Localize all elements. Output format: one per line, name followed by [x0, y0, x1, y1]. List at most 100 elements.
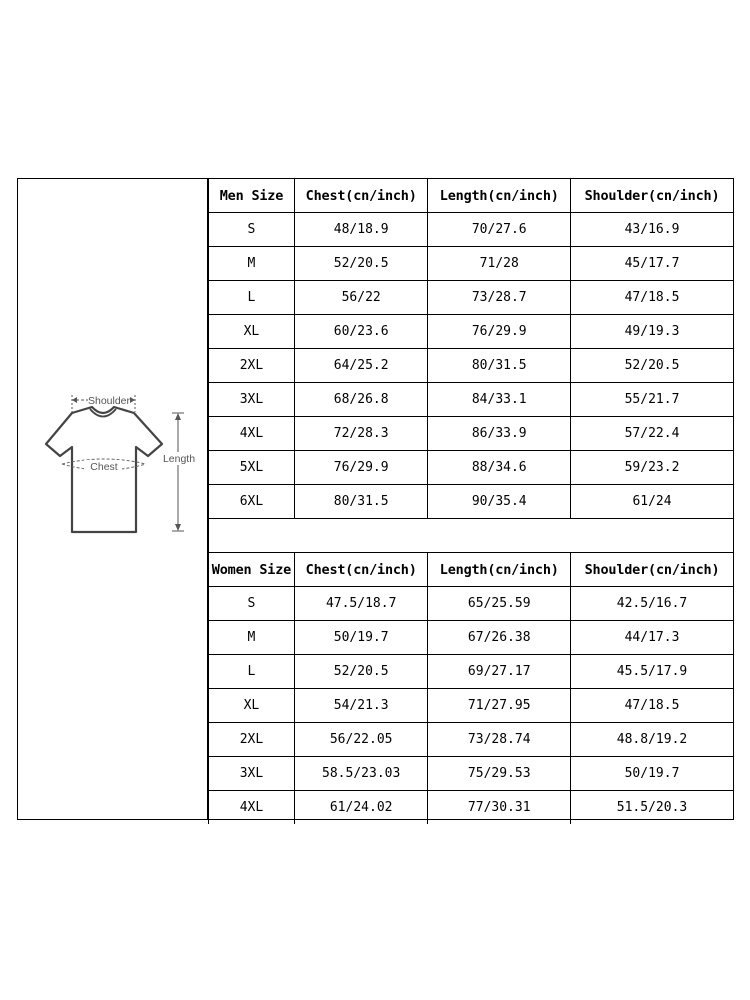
men-table-cell: 5XL: [208, 450, 295, 485]
women-table-cell: S: [208, 586, 295, 621]
men-table-cell: 52/20.5: [570, 348, 733, 383]
men-table-cell: 49/19.3: [570, 314, 733, 349]
men-table-cell: 80/31.5: [293, 484, 429, 519]
men-table-cell: 52/20.5: [293, 246, 429, 281]
men-table-cell: 56/22: [293, 280, 429, 315]
women-header-cell: Women Size: [208, 552, 295, 587]
women-table-cell: 42.5/16.7: [570, 586, 733, 621]
women-table-cell: 56/22.05: [293, 722, 429, 757]
men-table-cell: 3XL: [208, 382, 295, 417]
men-table-cell: 72/28.3: [293, 416, 429, 451]
men-header-cell: Chest(cn/inch): [293, 179, 429, 213]
men-table-cell: 59/23.2: [570, 450, 733, 485]
men-table-cell: 76/29.9: [293, 450, 429, 485]
women-table-cell: 48.8/19.2: [570, 722, 733, 757]
women-table-cell: 61/24.02: [293, 790, 429, 824]
women-table-cell: 45.5/17.9: [570, 654, 733, 689]
men-table-cell: 55/21.7: [570, 382, 733, 417]
men-table-cell: 6XL: [208, 484, 295, 519]
women-table-cell: L: [208, 654, 295, 689]
women-table-cell: 65/25.59: [427, 586, 572, 621]
men-table-cell: 64/25.2: [293, 348, 429, 383]
women-header-cell: Shoulder(cn/inch): [570, 552, 733, 587]
women-table-cell: 44/17.3: [570, 620, 733, 655]
men-table-cell: L: [208, 280, 295, 315]
men-table-cell: 88/34.6: [427, 450, 572, 485]
men-table-cell: XL: [208, 314, 295, 349]
men-table-cell: 71/28: [427, 246, 572, 281]
women-table-cell: 4XL: [208, 790, 295, 824]
men-table-cell: 90/35.4: [427, 484, 572, 519]
women-header-cell: Chest(cn/inch): [293, 552, 429, 587]
men-table-cell: 70/27.6: [427, 212, 572, 247]
women-table-cell: 71/27.95: [427, 688, 572, 723]
women-table-cell: M: [208, 620, 295, 655]
men-table-cell: 60/23.6: [293, 314, 429, 349]
women-table-cell: 3XL: [208, 756, 295, 791]
men-table-cell: 68/26.8: [293, 382, 429, 417]
women-table-cell: 47/18.5: [570, 688, 733, 723]
men-table-cell: 48/18.9: [293, 212, 429, 247]
men-table-cell: 47/18.5: [570, 280, 733, 315]
shoulder-label: Shoulder: [88, 395, 131, 407]
chest-label: Chest: [90, 461, 118, 473]
men-header-cell: Shoulder(cn/inch): [570, 179, 733, 213]
section-spacer-row: [208, 518, 733, 553]
men-header-cell: Men Size: [208, 179, 295, 213]
women-table-cell: 50/19.7: [293, 620, 429, 655]
women-table-cell: 47.5/18.7: [293, 586, 429, 621]
women-header-cell: Length(cn/inch): [427, 552, 572, 587]
women-table-cell: 2XL: [208, 722, 295, 757]
men-table-cell: 80/31.5: [427, 348, 572, 383]
men-table-cell: 4XL: [208, 416, 295, 451]
men-table-cell: 2XL: [208, 348, 295, 383]
women-table-cell: XL: [208, 688, 295, 723]
men-table-cell: 84/33.1: [427, 382, 572, 417]
length-label: Length: [163, 453, 195, 465]
men-header-cell: Length(cn/inch): [427, 179, 572, 213]
men-table-cell: 43/16.9: [570, 212, 733, 247]
women-table-cell: 73/28.74: [427, 722, 572, 757]
women-table-cell: 52/20.5: [293, 654, 429, 689]
women-table-cell: 54/21.3: [293, 688, 429, 723]
women-table-cell: 67/26.38: [427, 620, 572, 655]
women-table-cell: 58.5/23.03: [293, 756, 429, 791]
men-table-cell: 76/29.9: [427, 314, 572, 349]
men-table-cell: S: [208, 212, 295, 247]
women-table-cell: 69/27.17: [427, 654, 572, 689]
women-table-cell: 51.5/20.3: [570, 790, 733, 824]
women-table-cell: 75/29.53: [427, 756, 572, 791]
men-table-cell: 73/28.7: [427, 280, 572, 315]
men-table-cell: 45/17.7: [570, 246, 733, 281]
men-table-cell: 61/24: [570, 484, 733, 519]
women-table-cell: 50/19.7: [570, 756, 733, 791]
tshirt-diagram-cell: Shoulder Chest Length: [18, 179, 208, 819]
men-table-cell: 57/22.4: [570, 416, 733, 451]
men-table-cell: M: [208, 246, 295, 281]
women-table-cell: 77/30.31: [427, 790, 572, 824]
men-table-cell: 86/33.9: [427, 416, 572, 451]
tshirt-measure-diagram: Shoulder Chest Length: [44, 394, 202, 534]
tshirt-outline-icon: [44, 405, 164, 534]
section-spacer-cell: [208, 518, 733, 553]
